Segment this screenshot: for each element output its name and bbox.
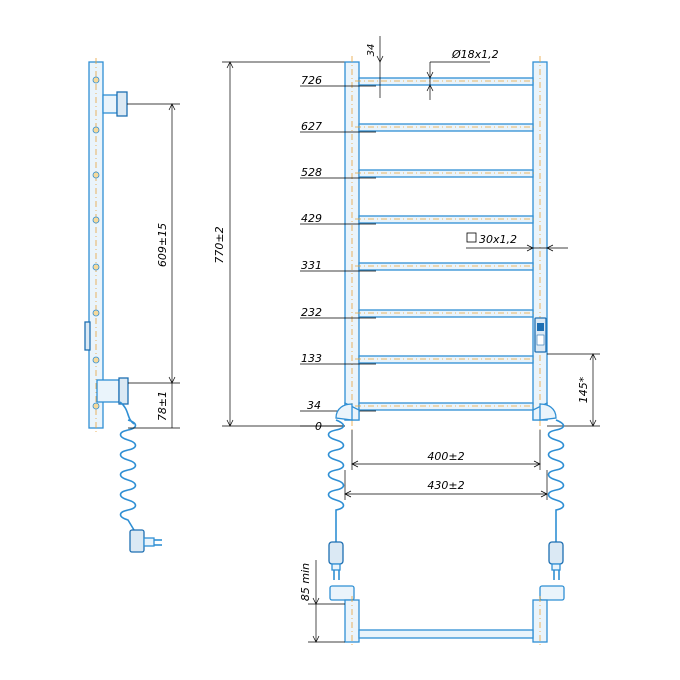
side-bottom-bracket (96, 377, 180, 405)
level-labels: 726 627 528 429 331 232 133 34 0 (300, 74, 376, 433)
dim-inner-width: 400±2 (427, 450, 464, 463)
side-plug (129, 529, 162, 553)
right-coiled-cable (547, 419, 565, 530)
side-bar-ends (92, 76, 100, 410)
dim-controller-height: 145* (577, 376, 590, 403)
level-133: 133 (301, 352, 322, 365)
front-view: 770±2 (213, 36, 600, 648)
side-controller (84, 321, 91, 351)
rungs (355, 77, 537, 411)
side-view: 609±15 78±1 (84, 58, 180, 553)
level-0: 0 (315, 420, 322, 433)
level-528: 528 (301, 166, 322, 179)
dim-plug-min: 85 min (299, 563, 312, 601)
square-section-symbol (466, 232, 477, 243)
side-coiled-cable (119, 401, 137, 531)
dim-bar-diameter: Ø18x1,2 (451, 48, 499, 61)
level-232: 232 (301, 306, 322, 319)
side-top-bracket (102, 91, 180, 117)
dim-side-mount-span: 609±15 (156, 223, 169, 267)
dim-outer-width: 430±2 (427, 479, 464, 492)
bottom-connection (329, 585, 565, 648)
dim-side-bottom-offset: 78±1 (156, 391, 169, 421)
controller-box (534, 317, 547, 353)
level-331: 331 (301, 259, 322, 272)
level-627: 627 (301, 120, 322, 133)
left-plug (328, 530, 344, 580)
dim-overall-height: 770±2 (213, 226, 226, 263)
dim-top-gap: 34 (366, 44, 377, 57)
left-coiled-cable (327, 419, 345, 530)
right-plug (548, 530, 564, 580)
level-726: 726 (301, 74, 322, 87)
level-429: 429 (301, 212, 322, 225)
level-34: 34 (307, 399, 321, 412)
dim-upright-section: 30x1,2 (479, 233, 517, 246)
